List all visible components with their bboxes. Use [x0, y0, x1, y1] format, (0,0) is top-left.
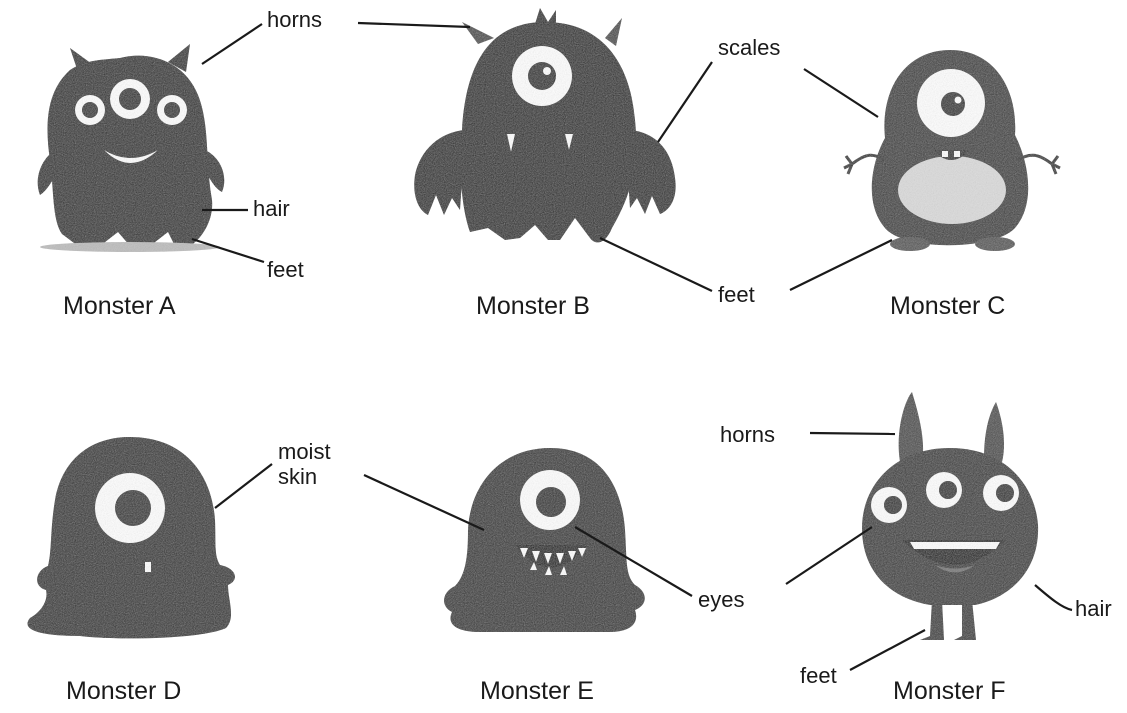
- caption-monster-b: Monster B: [476, 292, 590, 321]
- monster-c-belly: [898, 156, 1006, 224]
- monster-d-tooth: [145, 562, 151, 572]
- line-horns-a: [202, 24, 262, 64]
- line-feet-a: [192, 239, 264, 262]
- line-hair-f: [1035, 585, 1072, 610]
- monster-f-left-horn: [899, 392, 923, 462]
- monster-f-left-leg: [920, 600, 944, 640]
- label-hair-a: hair: [253, 197, 290, 220]
- label-feet-a: feet: [267, 258, 304, 281]
- monster-b-left-horn: [462, 22, 494, 44]
- monster-d-figure: [27, 437, 235, 638]
- monster-b-figure: [414, 8, 675, 242]
- monster-b-right-arm: [628, 130, 676, 214]
- monster-c-right-foot: [975, 237, 1015, 251]
- label-horns-top: horns: [267, 8, 322, 31]
- label-feet-bc: feet: [718, 283, 755, 306]
- monster-f-right-leg: [954, 600, 976, 640]
- caption-monster-f: Monster F: [893, 677, 1006, 706]
- monster-b-tuft: [535, 8, 556, 26]
- monster-c-left-foot: [890, 237, 930, 251]
- line-scales-c: [804, 69, 878, 117]
- monster-d-pupil: [115, 490, 151, 526]
- monster-e-figure: [444, 448, 645, 632]
- label-horns-f: horns: [720, 423, 775, 446]
- caption-monster-a: Monster A: [63, 292, 176, 321]
- line-moist-d: [215, 464, 272, 508]
- line-eyes-f: [786, 527, 872, 584]
- monster-b-right-horn: [605, 18, 622, 46]
- monster-f-teeth: [910, 542, 1000, 549]
- monster-f-figure: [862, 392, 1038, 640]
- line-scales-b: [658, 62, 712, 142]
- label-moist: moist: [278, 440, 331, 463]
- caption-monster-d: Monster D: [66, 677, 181, 706]
- line-horns-f: [810, 433, 895, 434]
- label-eyes: eyes: [698, 588, 744, 611]
- monster-a-figure: [38, 44, 225, 252]
- monster-c-pupil: [941, 92, 965, 116]
- line-feet-c: [790, 240, 892, 290]
- label-scales: scales: [718, 36, 780, 59]
- line-feet-f: [850, 630, 925, 670]
- label-feet-f: feet: [800, 664, 837, 687]
- line-moist-e: [364, 475, 484, 530]
- monster-a-ground: [40, 242, 220, 252]
- label-skin: skin: [278, 465, 317, 488]
- monster-f-body: [862, 448, 1038, 605]
- caption-monster-c: Monster C: [890, 292, 1005, 321]
- monster-e-pupil: [536, 487, 566, 517]
- monster-f-right-horn: [984, 402, 1004, 462]
- monster-b-left-arm: [414, 130, 465, 215]
- line-feet-b: [600, 238, 712, 291]
- line-horns-b: [358, 23, 470, 27]
- caption-monster-e: Monster E: [480, 677, 594, 706]
- monster-c-figure: [844, 50, 1060, 251]
- monster-b-pupil: [528, 62, 556, 90]
- label-hair-f: hair: [1075, 597, 1112, 620]
